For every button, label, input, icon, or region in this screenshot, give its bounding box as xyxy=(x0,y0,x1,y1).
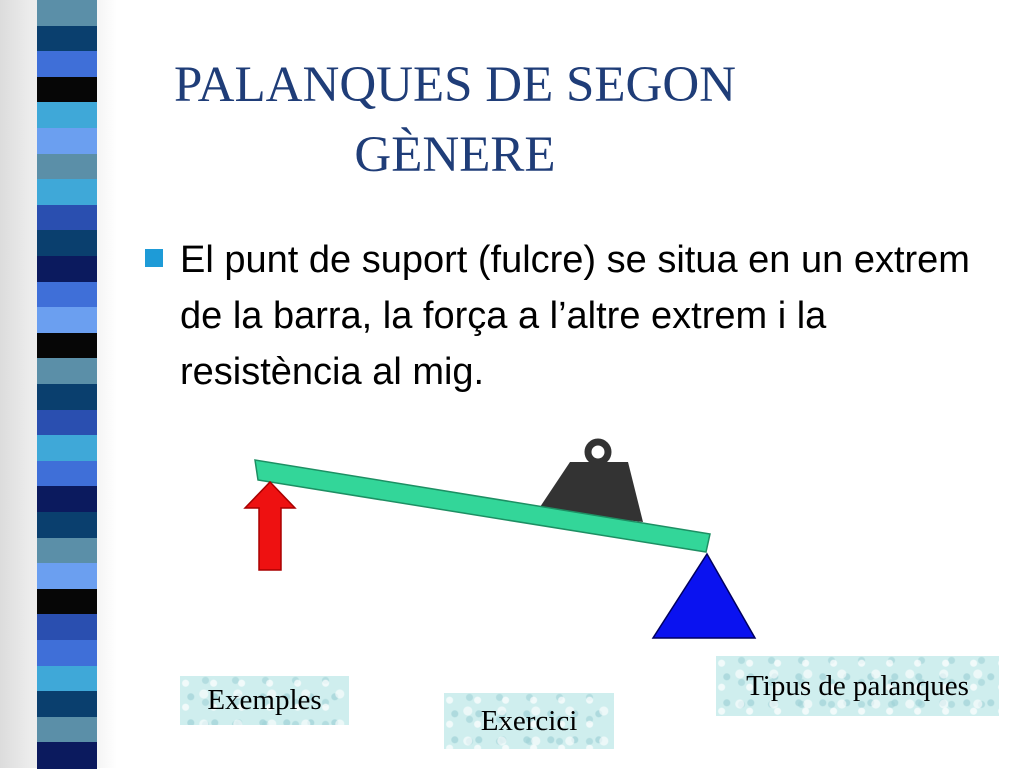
bullet-square-icon xyxy=(145,249,163,267)
decorative-stripe xyxy=(37,281,97,309)
decorative-stripes xyxy=(37,0,97,769)
weight-body xyxy=(538,462,643,522)
decorative-stripe xyxy=(37,563,97,590)
decorative-stripe xyxy=(37,102,97,129)
decorative-stripe xyxy=(37,691,97,718)
lever-beam xyxy=(254,459,711,553)
decorative-stripe xyxy=(37,614,97,641)
decorative-stripe xyxy=(37,384,97,411)
decorative-stripe xyxy=(37,153,97,181)
decorative-stripe xyxy=(37,716,97,744)
decorative-stripe xyxy=(37,307,97,334)
decorative-stripe xyxy=(37,179,97,206)
decorative-side-bar xyxy=(0,0,117,769)
decorative-stripe xyxy=(37,512,97,539)
decorative-stripe xyxy=(37,588,97,616)
decorative-stripe xyxy=(37,128,97,155)
exercise-button[interactable]: Exercici xyxy=(444,693,614,749)
load-weight-icon xyxy=(538,438,643,522)
weight-ring xyxy=(584,438,612,466)
decorative-stripe xyxy=(37,332,97,360)
decorative-stripe xyxy=(37,486,97,513)
decorative-stripe xyxy=(37,665,97,693)
decorative-stripe xyxy=(37,640,97,667)
slide-title: PALANQUES DE SEGON GÈNERE xyxy=(174,57,736,183)
decorative-stripe xyxy=(37,76,97,104)
decorative-stripe xyxy=(37,51,97,78)
decorative-stripe xyxy=(37,230,97,257)
decorative-stripe xyxy=(37,435,97,462)
bullet-text: El punt de suport (fulcre) se situa en u… xyxy=(180,239,970,393)
decorative-stripe xyxy=(37,256,97,283)
fulcrum-triangle-icon xyxy=(651,552,757,639)
decorative-stripe xyxy=(37,409,97,437)
decorative-stripe xyxy=(37,460,97,488)
lever-types-button[interactable]: Tipus de palanques xyxy=(716,656,999,716)
examples-button[interactable]: Exemples xyxy=(180,676,349,725)
decorative-stripe xyxy=(37,0,97,27)
decorative-stripe xyxy=(37,25,97,53)
second-class-lever-diagram xyxy=(243,438,757,639)
effort-arrow-icon xyxy=(243,480,297,571)
decorative-stripe xyxy=(37,204,97,232)
decorative-stripe xyxy=(37,358,97,385)
decorative-stripe xyxy=(37,742,97,769)
decorative-stripe xyxy=(37,537,97,565)
